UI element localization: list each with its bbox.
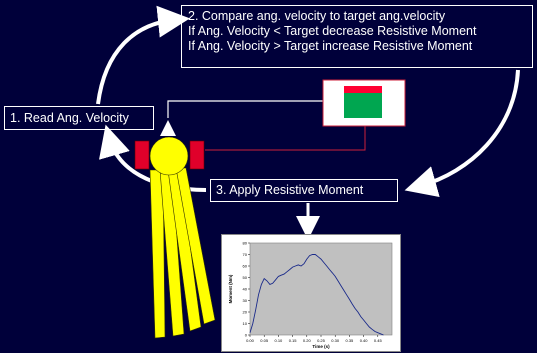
y-tick-label: 20 [243, 310, 248, 315]
compare-step-rule-decrease: If Ang. Velocity < Target decrease Resis… [188, 24, 477, 38]
y-tick-label: 10 [243, 321, 248, 326]
limb-segments [149, 167, 216, 339]
moment-curve [249, 254, 384, 336]
arrow-read-to-compare [96, 5, 190, 105]
y-tick-label: 70 [243, 252, 248, 257]
moment-chart: 0 10 20 30 40 50 60 70 80 0.00 0.05 0.10 0.15 0.20 0.2… [221, 234, 401, 352]
compare-step-box: 2. Compare ang. velocity to target ang.v… [181, 5, 533, 68]
read-step-box: 1. Read Ang. Velocity [4, 106, 154, 130]
x-tick-label: 0.40 [360, 338, 369, 343]
y-tick-label: 60 [243, 264, 248, 269]
x-tick-label: 0.30 [331, 338, 340, 343]
x-tick-label: 0.10 [275, 338, 284, 343]
y-tick-label: 40 [243, 287, 248, 292]
plot-area [249, 242, 393, 336]
x-tick-label: 0.20 [303, 338, 312, 343]
controller-indicator-top [344, 86, 382, 93]
x-tick-label: 0.05 [260, 338, 269, 343]
y-axis-label: Moment (Nm) [228, 274, 233, 303]
read-step-label: 1. Read Ang. Velocity [10, 111, 129, 125]
compare-step-title: 2. Compare ang. velocity to target ang.v… [188, 9, 446, 23]
y-tick-label: 80 [243, 241, 248, 246]
joint-circle [149, 136, 189, 176]
x-tick-label: 0.35 [346, 338, 355, 343]
moment-chart-svg: 0 10 20 30 40 50 60 70 80 0.00 0.05 0.10 0.15 0.20 0.2… [228, 241, 393, 349]
sensor-line [167, 100, 323, 118]
sensor-marker [160, 120, 176, 136]
x-tick-label: 0.15 [289, 338, 298, 343]
y-tick-label: 30 [243, 298, 248, 303]
x-tick-label: 0.45 [374, 338, 383, 343]
controller-indicator-bottom [344, 93, 382, 118]
apply-step-box: 3. Apply Resistive Moment [210, 179, 398, 202]
y-tick-label: 0 [245, 333, 248, 338]
compare-step-rule-increase: If Ang. Velocity > Target increase Resis… [188, 39, 473, 53]
x-tick-label: 0.00 [246, 338, 255, 343]
arrow-compare-to-apply [404, 69, 520, 198]
y-tick-label: 50 [243, 275, 248, 280]
x-tick-label: 0.25 [317, 338, 326, 343]
apply-step-label: 3. Apply Resistive Moment [216, 183, 364, 197]
x-axis-label: Time (s) [312, 344, 330, 349]
actuator-pad-right [189, 140, 205, 170]
actuator-pad-left [134, 140, 150, 170]
